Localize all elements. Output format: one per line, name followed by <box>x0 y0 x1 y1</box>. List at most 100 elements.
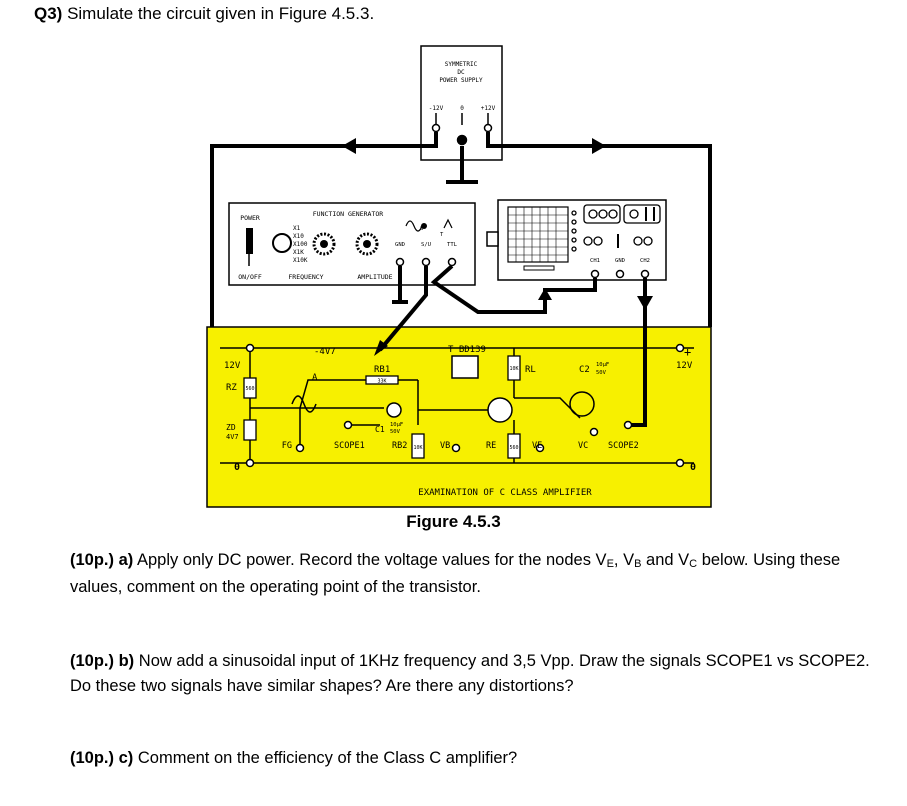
c2-value-2: 50V <box>596 370 607 376</box>
supply-minus-label: -12V <box>429 105 444 112</box>
wire-arrow-scope-ch1 <box>538 288 552 300</box>
range-x1k: X1K <box>293 249 304 256</box>
amplitude-label: AMPLITUDE <box>357 273 392 281</box>
rb2-value: 10K <box>413 445 422 451</box>
supply-minus-terminal[interactable] <box>431 123 441 133</box>
power-switch[interactable] <box>246 228 253 254</box>
range-x10k: X10K <box>293 257 308 264</box>
supply-zero-label: 0 <box>460 105 464 112</box>
rz-value: 560 <box>245 386 254 392</box>
rail-12v-left-label: 12V <box>224 361 241 371</box>
c1-label: C1 <box>375 425 385 434</box>
ttl-label: TTL <box>447 242 458 248</box>
rail-12v-right-label: 12V <box>676 361 693 371</box>
circuit-figure: SYMMETRIC DC POWER SUPPLY -12V 0 +12V PO… <box>206 45 712 508</box>
rl-value: 10K <box>509 366 518 372</box>
fg-gnd-terminal[interactable] <box>395 257 405 267</box>
ch1-label: CH1 <box>590 258 600 264</box>
part-c-letter: c) <box>114 749 134 767</box>
vc-terminal[interactable] <box>589 427 599 437</box>
c1-value-1: 10µF <box>390 422 403 428</box>
fg-title: FUNCTION GENERATOR <box>313 210 384 218</box>
re-value: 560 <box>509 445 518 451</box>
fg-ttl-terminal[interactable] <box>447 257 457 267</box>
range-x10: X10 <box>293 233 304 240</box>
rail-12v-left-terminal[interactable] <box>245 343 255 353</box>
part-a-text-1: Apply only DC power. Record the voltage … <box>133 551 607 569</box>
wire-arrow-scope-ch2 <box>637 296 653 310</box>
rl-label: RL <box>525 365 536 375</box>
supply-zero-terminal[interactable] <box>456 134 468 146</box>
a-label: A <box>312 373 318 383</box>
part-b: (10p.) b) Now add a sinusoidal input of … <box>70 649 870 699</box>
oscilloscope-screen <box>507 206 569 263</box>
wire-arrow-left <box>342 138 356 154</box>
figure-caption: Figure 4.5.3 <box>406 512 501 531</box>
rb1-resistor <box>365 375 399 385</box>
ch2-terminal[interactable] <box>640 269 650 279</box>
fg-su-terminal[interactable] <box>421 257 431 267</box>
rail-12v-right-terminal[interactable] <box>675 343 685 353</box>
ch2-label: CH2 <box>640 258 650 264</box>
zd-diode <box>243 419 257 441</box>
part-b-text: Now add a sinusoidal input of 1KHz frequ… <box>70 652 870 695</box>
re-node-label: RE <box>486 441 496 451</box>
zd-label: ZD <box>226 423 236 432</box>
part-c-text: Comment on the efficiency of the Class C… <box>133 749 518 767</box>
re-resistor <box>507 433 521 459</box>
supply-plus-label: +12V <box>481 105 496 112</box>
question-title: Q3) Simulate the circuit given in Figure… <box>34 4 374 24</box>
supply-title-1: SYMMETRIC <box>445 61 478 68</box>
rb2-resistor <box>411 433 425 459</box>
part-b-letter: b) <box>114 652 135 670</box>
supply-title-3: POWER SUPPLY <box>439 77 483 84</box>
rail-0-right-terminal[interactable] <box>675 458 685 468</box>
scope1-terminal[interactable] <box>343 420 353 430</box>
transistor-symbol <box>487 397 513 423</box>
scope1-node-label: SCOPE1 <box>334 441 365 451</box>
rail-0-left-terminal[interactable] <box>245 458 255 468</box>
waveform-sine-icon <box>405 220 423 232</box>
rb2-node-label: RB2 <box>392 441 407 451</box>
range-x100: X100 <box>293 241 308 248</box>
vc-node-label: VC <box>578 441 588 451</box>
gnd2-terminal[interactable] <box>615 269 625 279</box>
input-waveform-icon <box>291 395 317 413</box>
part-a-text-3: and V <box>641 551 690 569</box>
question-text: Simulate the circuit given in Figure 4.5… <box>62 4 375 23</box>
range-x1: X1 <box>293 225 301 232</box>
function-generator-panel <box>228 202 476 286</box>
part-a-letter: a) <box>114 551 134 569</box>
transistor-label: T BD139 <box>448 345 486 355</box>
supply-plus-terminal[interactable] <box>483 123 493 133</box>
t-label: T <box>440 232 444 238</box>
rz-label: RZ <box>226 383 237 393</box>
part-a-sub-e: E <box>606 558 614 570</box>
rail-plus-sign: + <box>684 345 691 359</box>
s-label: S <box>420 226 423 232</box>
on-off-label: ON/OFF <box>238 273 262 281</box>
minus-4v7-label: -4V7 <box>314 347 336 357</box>
c2-capacitor <box>569 391 595 417</box>
wire-arrow-right <box>592 138 606 154</box>
zd-value: 4V7 <box>226 433 239 441</box>
frequency-range-knob[interactable] <box>272 233 292 253</box>
vb-terminal[interactable] <box>451 443 461 453</box>
c2-value-1: 10µF <box>596 362 609 368</box>
ve-terminal[interactable] <box>535 443 545 453</box>
question-number: Q3) <box>34 4 63 23</box>
part-a: (10p.) a) Apply only DC power. Record th… <box>70 548 870 600</box>
supply-title-2: DC <box>457 69 465 76</box>
gnd2-label: GND <box>615 258 625 264</box>
vb-node-label: VB <box>440 441 450 451</box>
rl-resistor <box>507 355 521 381</box>
gnd-label: GND <box>395 242 405 248</box>
su-label: S/U <box>421 242 431 248</box>
rail-0-left-label: 0 <box>234 462 240 473</box>
fg-node-label: FG <box>282 441 292 451</box>
fg-terminal[interactable] <box>295 443 305 453</box>
power-label: POWER <box>240 214 260 222</box>
board-title: EXAMINATION OF C CLASS AMPLIFIER <box>418 488 592 498</box>
scope2-terminal[interactable] <box>623 420 633 430</box>
ch1-terminal[interactable] <box>590 269 600 279</box>
